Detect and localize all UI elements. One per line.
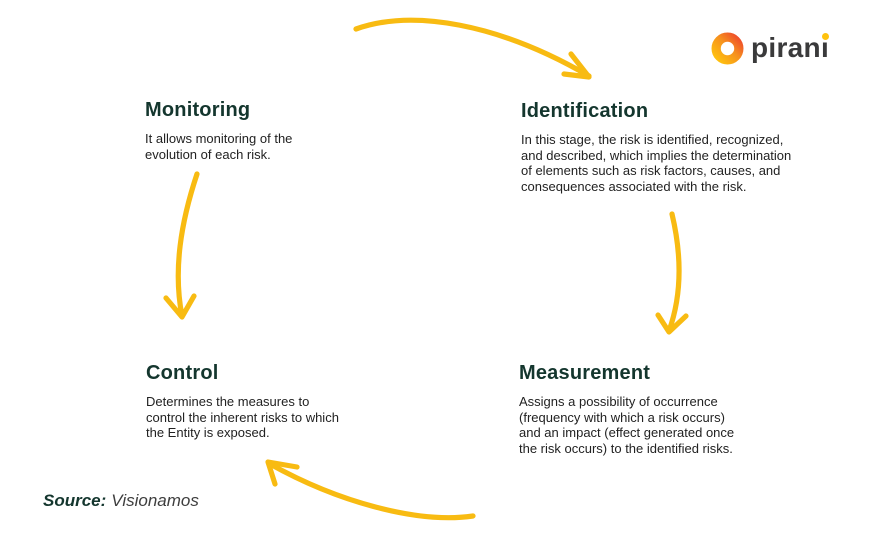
stage-control-description: Determines the measures to control the i… (146, 394, 396, 441)
text-line: and an impact (effect generated once (519, 425, 735, 440)
text-line: the Entity is exposed. (146, 425, 270, 440)
stage-monitoring-title: Monitoring (145, 99, 251, 121)
stage-identification-description: In this stage, the risk is identified, r… (521, 132, 841, 194)
text-line: (frequency with which a risk occurs) (519, 409, 725, 425)
pirani-logo: pirani (711, 31, 830, 65)
pirani-wordmark: pirani (751, 31, 830, 65)
text-line: consequences associated with the risk. (521, 178, 747, 194)
source-label: Source: (43, 491, 107, 510)
text-line: evolution of each risk. (145, 146, 271, 162)
stage-monitoring-description: It allows monitoring of the evolution of… (145, 131, 395, 162)
pirani-wordmark-text: pirani (751, 32, 830, 63)
stage-measurement-title: Measurement (519, 362, 651, 384)
text-line: and described, which implies the determi… (521, 147, 792, 163)
stage-control: Control Determines the measures to contr… (146, 362, 396, 441)
text-line: the risk occurs) to the identified risks… (519, 440, 733, 456)
arrow-identification-to-measurement (655, 211, 689, 335)
yellow-i-dot (822, 33, 830, 40)
text-line: Determines the measures to (146, 394, 310, 409)
source-attribution: Source:Visionamos (43, 491, 199, 511)
text-line: It allows monitoring of the (145, 131, 293, 146)
arrow-measurement-to-control (265, 459, 476, 521)
text-line: Assigns a possibility of occurrence (519, 394, 718, 409)
arrow-top-to-identification (353, 17, 592, 80)
pirani-ring-icon (711, 32, 744, 64)
text-line: In this stage, the risk is identified, r… (521, 132, 784, 147)
text-line: of elements such as risk factors, causes… (521, 163, 781, 178)
source-value: Visionamos (111, 491, 199, 510)
stage-monitoring: Monitoring It allows monitoring of the e… (145, 99, 395, 162)
arrow-monitoring-to-control (163, 171, 200, 320)
stage-identification: Identification In this stage, the risk i… (521, 100, 841, 194)
stage-identification-title: Identification (521, 100, 649, 122)
text-line: control the inherent risks to which (146, 409, 339, 425)
stage-measurement: Measurement Assigns a possibility of occ… (519, 362, 829, 456)
stage-control-title: Control (146, 362, 219, 384)
stage-measurement-description: Assigns a possibility of occurrence (fre… (519, 394, 829, 456)
